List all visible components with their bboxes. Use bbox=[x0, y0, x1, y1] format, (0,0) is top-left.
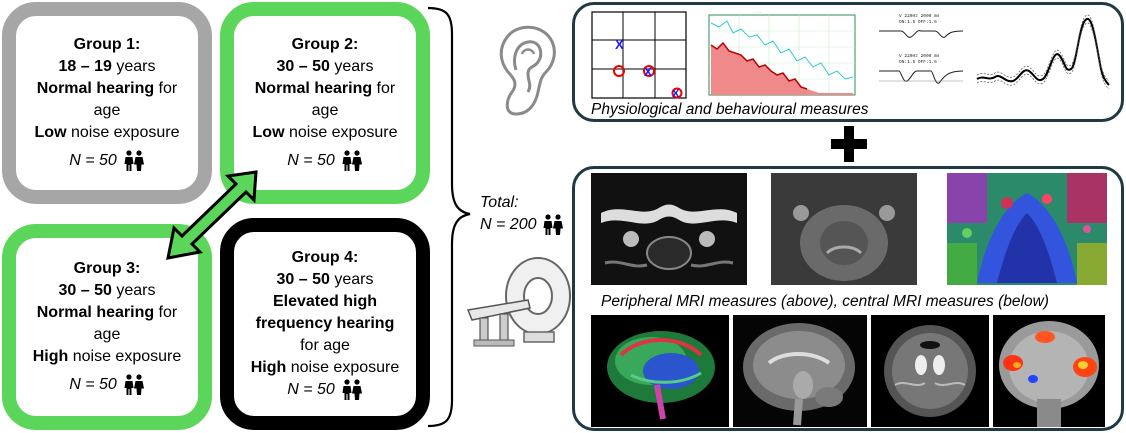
noise-level: Low bbox=[34, 123, 67, 141]
noise-suffix: noise exposure bbox=[284, 123, 398, 141]
mri-panel: Peripheral MRI measures (above), central… bbox=[572, 166, 1124, 431]
people-icon bbox=[123, 374, 145, 396]
hearing-suffix: for bbox=[372, 79, 396, 97]
mri-central-coronal bbox=[871, 315, 989, 427]
waveform-thumbnail: V 220Hz 2000 ms ON:1.5 OFF:1.5 V 220Hz 2… bbox=[871, 9, 967, 101]
people-icon bbox=[123, 150, 145, 172]
age-unit: years bbox=[329, 57, 374, 75]
age-unit: years bbox=[329, 270, 374, 288]
physiological-panel: X X X · · · V 220Hz 2000 ms ON:1.5 OFF:1… bbox=[572, 2, 1124, 122]
group-1-box: Group 1: 18 – 19 years Normal hearing fo… bbox=[2, 2, 212, 204]
plus-icon bbox=[831, 126, 867, 162]
mri-peripheral-scan-1 bbox=[591, 173, 747, 285]
noise-level: High bbox=[32, 347, 69, 365]
hearing-status: Normal hearing bbox=[254, 79, 373, 97]
hearing-status-2: frequency hearing bbox=[255, 314, 395, 332]
audiogram-thumbnail: X X X bbox=[591, 11, 687, 99]
age-unit: years bbox=[111, 57, 156, 75]
total-title: Total: bbox=[480, 194, 519, 211]
hearing-suffix: for bbox=[154, 303, 178, 321]
erp-thumbnail bbox=[973, 9, 1113, 101]
group-2-box: Group 2: 30 – 50 years Normal hearing fo… bbox=[220, 2, 430, 204]
group-title: Group 1: bbox=[73, 35, 141, 53]
ear-icon bbox=[499, 25, 556, 116]
group-title: Group 2: bbox=[291, 35, 359, 53]
hearing-tail: for age bbox=[300, 336, 350, 354]
noise-level: Low bbox=[252, 123, 285, 141]
svg-text:V 220Hz 2000 ms: V 220Hz 2000 ms bbox=[899, 13, 940, 19]
brace-icon bbox=[427, 6, 471, 428]
group-n: N = 50 bbox=[69, 152, 117, 170]
group-n: N = 50 bbox=[69, 376, 117, 394]
mri-peripheral-scan-3 bbox=[947, 173, 1107, 285]
double-arrow-icon bbox=[166, 170, 258, 260]
hearing-tail: age bbox=[93, 325, 121, 343]
age-range: 18 – 19 bbox=[58, 57, 112, 75]
svg-text:ON:1.5 OFF:1.5: ON:1.5 OFF:1.5 bbox=[899, 59, 937, 65]
noise-suffix: noise exposure bbox=[286, 358, 400, 376]
mri-central-sagittal bbox=[733, 315, 867, 427]
people-icon bbox=[341, 150, 363, 172]
age-range: 30 – 50 bbox=[276, 270, 330, 288]
svg-text:· · ·: · · · bbox=[755, 10, 761, 15]
group-3-box: Group 3: 30 – 50 years Normal hearing fo… bbox=[2, 224, 212, 430]
hearing-tail: age bbox=[311, 101, 339, 119]
hearing-status: Normal hearing bbox=[36, 79, 155, 97]
physio-caption: Physiological and behavioural measures bbox=[591, 101, 869, 118]
spectrum-thumbnail: · · · bbox=[703, 9, 859, 101]
total-n: N = 200 bbox=[480, 216, 537, 234]
total-label: Total: N = 200 bbox=[480, 192, 564, 236]
age-unit: years bbox=[111, 281, 156, 299]
age-range: 30 – 50 bbox=[276, 57, 330, 75]
mri-caption: Peripheral MRI measures (above), central… bbox=[601, 293, 1049, 310]
mri-central-fmri bbox=[993, 315, 1105, 427]
hearing-suffix: for bbox=[154, 79, 178, 97]
people-icon bbox=[542, 214, 564, 236]
group-n: N = 50 bbox=[287, 381, 335, 399]
mri-scanner-icon bbox=[466, 257, 571, 347]
svg-text:V 220Hz 2000 ms: V 220Hz 2000 ms bbox=[899, 53, 940, 59]
hearing-status: Normal hearing bbox=[36, 303, 155, 321]
noise-suffix: noise exposure bbox=[66, 123, 180, 141]
group-4-box: Group 4: 30 – 50 years Elevated high fre… bbox=[220, 218, 430, 430]
svg-text:X: X bbox=[644, 65, 652, 79]
noise-level: High bbox=[250, 358, 287, 376]
svg-text:X: X bbox=[615, 37, 624, 52]
hearing-tail: age bbox=[93, 101, 121, 119]
age-range: 30 – 50 bbox=[58, 281, 112, 299]
svg-text:ON:1.5 OFF:1.5: ON:1.5 OFF:1.5 bbox=[899, 19, 937, 25]
group-n: N = 50 bbox=[287, 152, 335, 170]
group-title: Group 3: bbox=[73, 259, 141, 277]
people-icon bbox=[341, 379, 363, 401]
group-title: Group 4: bbox=[291, 248, 359, 266]
mri-peripheral-scan-2 bbox=[771, 173, 917, 285]
noise-suffix: noise exposure bbox=[68, 347, 182, 365]
svg-text:X: X bbox=[672, 88, 680, 99]
hearing-status: Elevated high bbox=[272, 292, 378, 310]
mri-central-tractography bbox=[591, 315, 729, 427]
